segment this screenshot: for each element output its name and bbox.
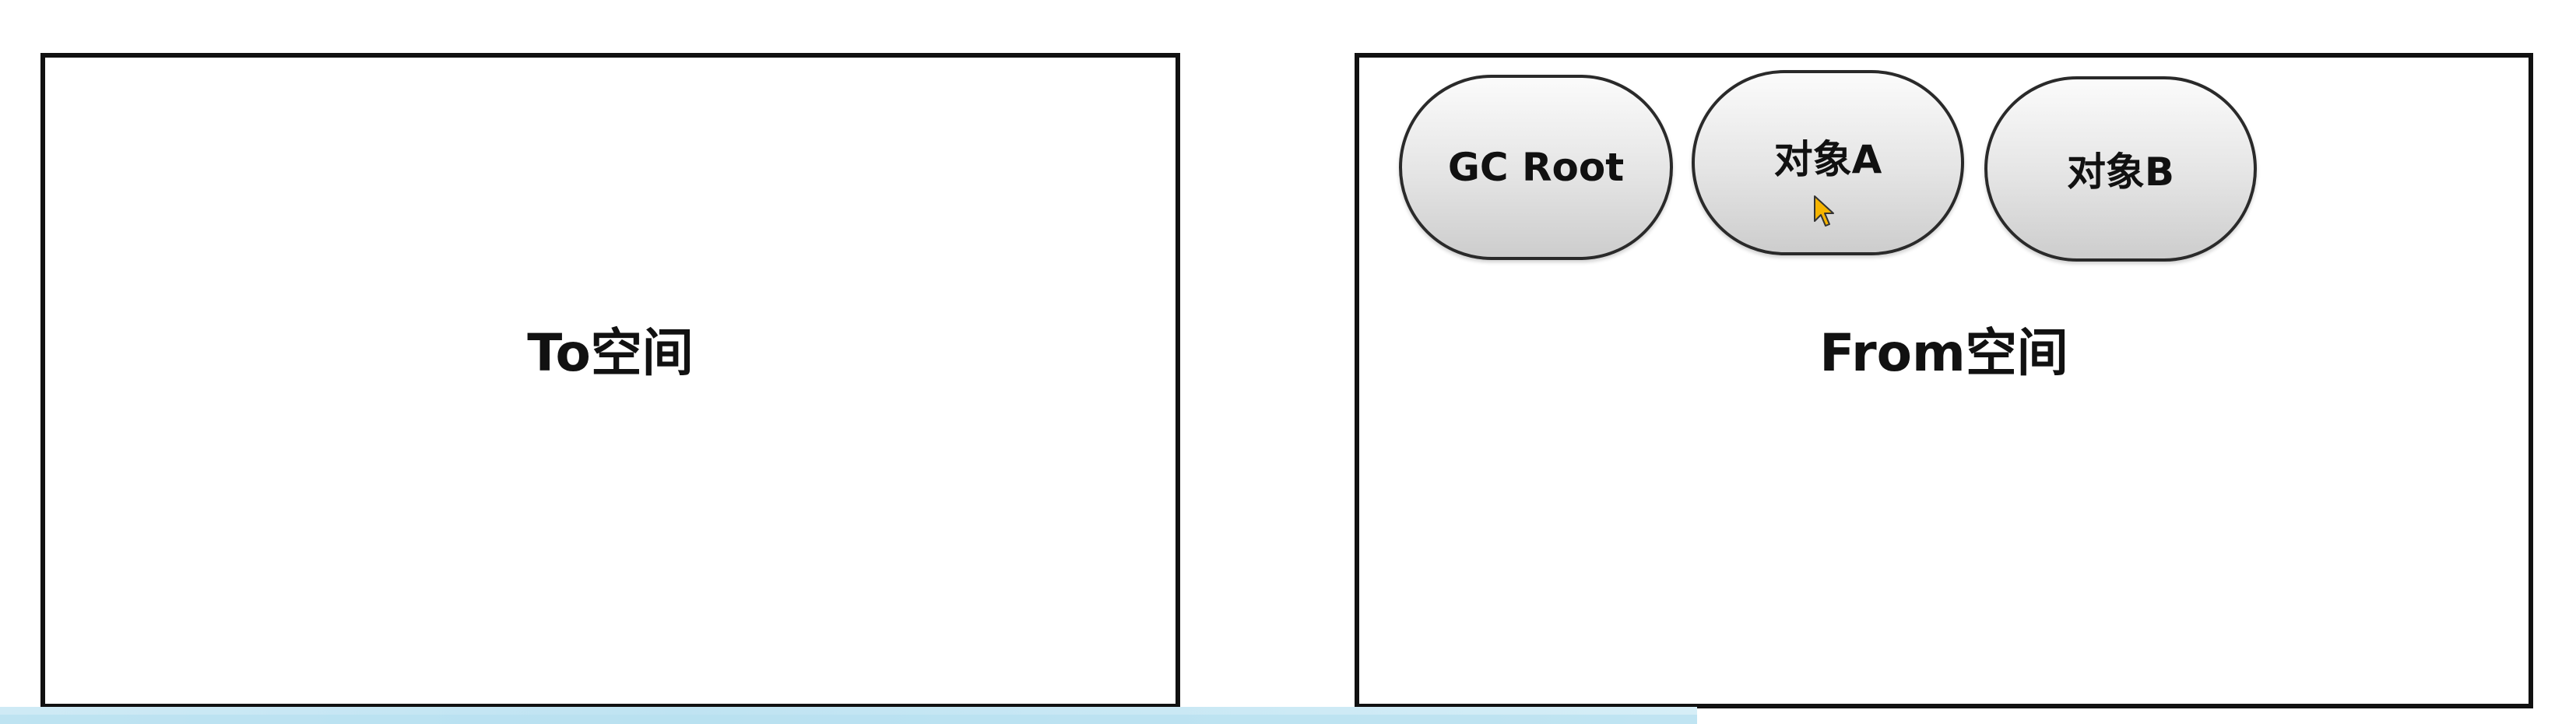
object-a-node: 对象A [1692,70,1964,255]
footer-band-accent [0,715,1697,724]
mouse-pointer-icon [1814,195,1834,227]
to-space-box: To空间 [40,53,1180,708]
gc-root-label: GC Root [1447,145,1625,190]
from-space-label: From空间 [1819,323,2068,383]
to-space-label: To空间 [527,323,694,383]
object-a-label: 对象A [1773,137,1882,182]
gc-root-node: GC Root [1399,75,1673,260]
object-b-node: 对象B [1984,76,2257,262]
object-b-label: 对象B [2066,149,2175,195]
